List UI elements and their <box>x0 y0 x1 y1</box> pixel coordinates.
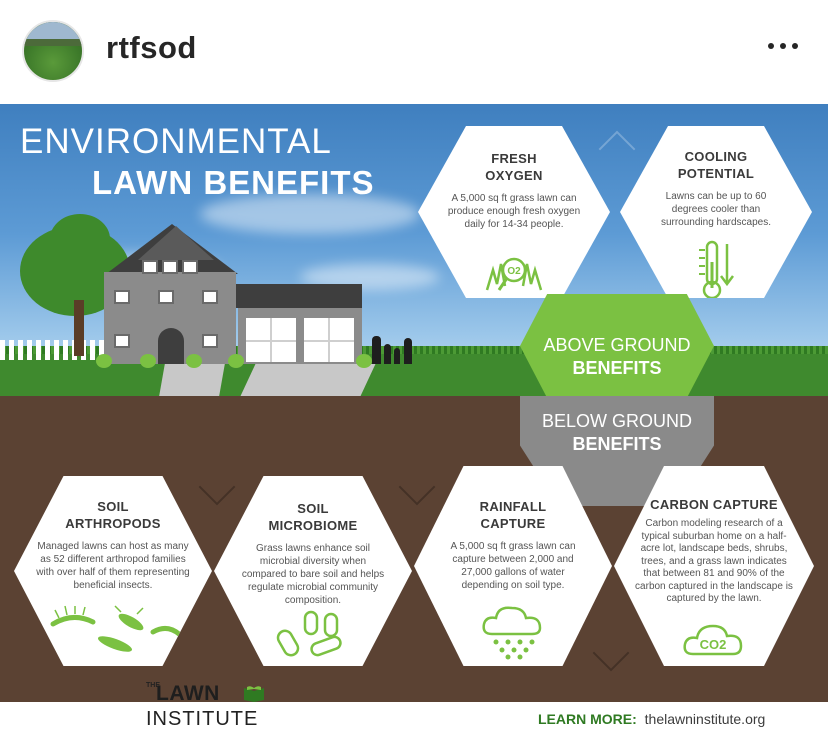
post-header: rtfsod <box>0 0 828 102</box>
window <box>142 260 158 274</box>
svg-text:O2: O2 <box>507 266 521 277</box>
more-horizontal-icon <box>768 43 774 49</box>
book-icon <box>244 686 264 702</box>
oxygen-icon: O2 <box>418 250 610 298</box>
infographic-title-line1: ENVIRONMENTAL <box>20 122 332 161</box>
learn-more: LEARN MORE: thelawninstitute.org <box>538 711 766 727</box>
co2-cloud-icon: CO2 <box>614 620 814 665</box>
above-ground-badge: ABOVE GROUND BENEFITS <box>520 294 714 398</box>
infographic-image[interactable]: ENVIRONMENTAL LAWN BENEFITS FRESH OXYGEN… <box>0 104 828 756</box>
infographic-title-line2: LAWN BENEFITS <box>92 164 375 201</box>
username[interactable]: rtfsod <box>106 30 197 65</box>
family-silhouette <box>372 336 381 364</box>
footer-band <box>0 702 828 756</box>
house-door <box>158 328 184 364</box>
microbes-icon <box>214 608 412 666</box>
insects-icon <box>14 604 212 659</box>
learn-more-link[interactable]: thelawninstitute.org <box>644 711 766 727</box>
more-options-button[interactable] <box>766 36 800 56</box>
avatar[interactable] <box>22 20 84 82</box>
driveway <box>240 364 376 396</box>
svg-text:CO2: CO2 <box>700 637 727 652</box>
fence <box>0 340 110 360</box>
rain-cloud-icon <box>414 604 612 665</box>
thermometer-icon <box>620 238 812 298</box>
